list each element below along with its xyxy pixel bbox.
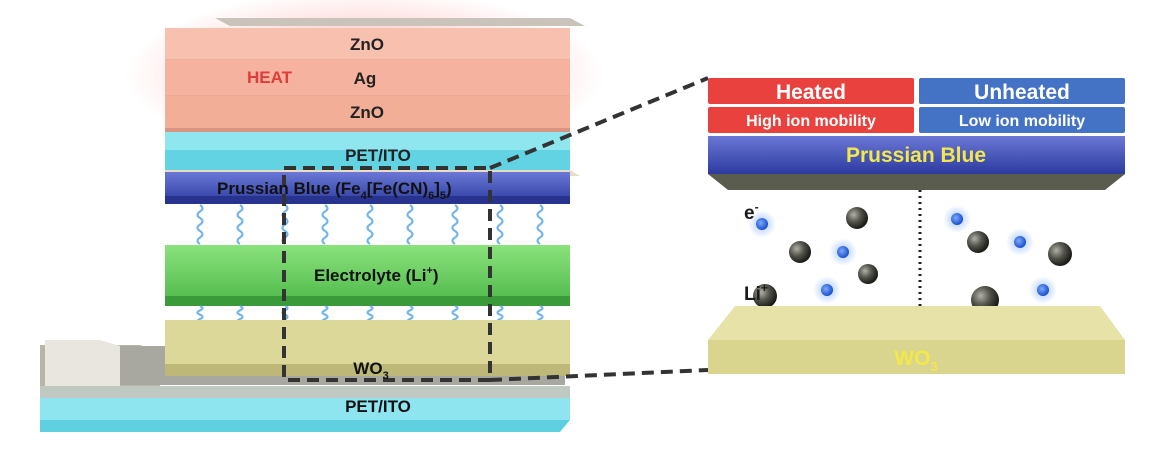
unheated-title-box bbox=[919, 78, 1125, 104]
unheated-sub-box bbox=[919, 107, 1125, 133]
heated-title: Heated bbox=[776, 81, 846, 104]
label-ag: Ag bbox=[354, 69, 377, 88]
zoom-connector-top bbox=[489, 76, 709, 170]
lithium-ion-particle bbox=[846, 207, 868, 229]
layer-pet-ito-top bbox=[165, 132, 570, 170]
lithium-ion-particle bbox=[789, 241, 811, 263]
label-prussian-blue-formula: Prussian Blue (Fe4[Fe(CN)6]5) bbox=[217, 179, 452, 202]
lithium-ion-particle bbox=[967, 231, 989, 253]
ion-path bbox=[366, 204, 374, 245]
ion-path bbox=[451, 204, 459, 245]
zoom-prussian-blue bbox=[708, 136, 1125, 190]
ion-path bbox=[406, 204, 414, 245]
lithium-ion-label: Li+ bbox=[744, 281, 768, 305]
zoom-panel: Heated Unheated High ion mobility Low io… bbox=[708, 78, 1125, 374]
electron-particle bbox=[821, 284, 833, 296]
ion-path bbox=[321, 204, 329, 245]
layer-electrolyte bbox=[165, 245, 570, 306]
label-pet-ito-top: PET/ITO bbox=[345, 146, 411, 165]
zoom-prussian-blue-label: Prussian Blue bbox=[846, 144, 986, 167]
label-zno-top: ZnO bbox=[350, 35, 384, 54]
lithium-ion-particle bbox=[753, 284, 777, 308]
top-contact bbox=[215, 18, 585, 26]
zoom-connector-bottom bbox=[489, 368, 709, 382]
lithium-ion-particle bbox=[1048, 242, 1072, 266]
electron-particle bbox=[1037, 284, 1049, 296]
label-electrolyte: Electrolyte (Li+) bbox=[314, 265, 439, 285]
ion-path bbox=[196, 204, 204, 245]
zoom-selection-box bbox=[282, 166, 492, 382]
heated-sub-box bbox=[708, 107, 914, 133]
unheated-title: Unheated bbox=[974, 81, 1070, 104]
particles bbox=[748, 205, 1072, 314]
label-heat: HEAT bbox=[247, 68, 293, 87]
layer-stack: ZnO HEAT Ag ZnO PET/ITO Prussian Blue (F… bbox=[40, 0, 605, 432]
ion-path bbox=[496, 204, 504, 245]
ion-path bbox=[536, 204, 544, 245]
layer-wo3 bbox=[165, 320, 570, 376]
electron-particle bbox=[1014, 236, 1026, 248]
heated-subtitle: High ion mobility bbox=[746, 113, 876, 130]
label-wo3-left: WO3 bbox=[353, 359, 388, 382]
label-pet-ito-bottom: PET/ITO bbox=[345, 397, 411, 416]
electron-particle bbox=[837, 246, 849, 258]
ion-path bbox=[236, 204, 244, 245]
electron-label: e- bbox=[744, 200, 759, 224]
electron-particle bbox=[756, 218, 768, 230]
zoom-wo3 bbox=[708, 306, 1125, 374]
label-zno-bottom: ZnO bbox=[350, 103, 384, 122]
lithium-ion-particle bbox=[858, 264, 878, 284]
electron-particle bbox=[951, 213, 963, 225]
heated-title-box bbox=[708, 78, 914, 104]
layer-prussian-blue bbox=[165, 172, 570, 204]
zoom-wo3-label: WO3 bbox=[894, 347, 937, 374]
unheated-subtitle: Low ion mobility bbox=[959, 113, 1085, 130]
layer-zno-bottom bbox=[165, 96, 570, 132]
